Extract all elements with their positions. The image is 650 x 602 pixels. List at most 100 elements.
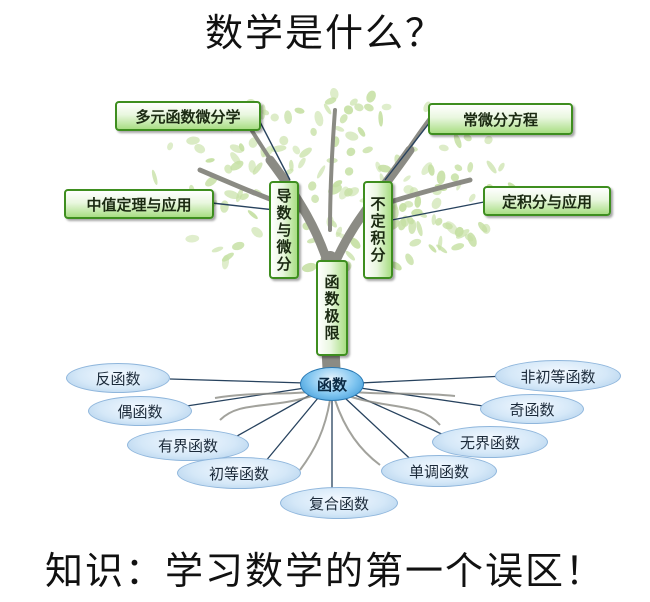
leaf bbox=[194, 144, 206, 154]
leaf bbox=[349, 98, 358, 106]
leaf bbox=[302, 262, 317, 273]
root-monotone-function: 单调函数 bbox=[381, 455, 497, 487]
leaf bbox=[314, 110, 324, 127]
leaf bbox=[404, 200, 414, 208]
leaf bbox=[316, 165, 326, 179]
leaf bbox=[332, 180, 343, 188]
leaf bbox=[349, 237, 361, 249]
leaf bbox=[454, 164, 463, 172]
branch-ordinary-differential-equations: 常微分方程 bbox=[428, 103, 573, 135]
leaf bbox=[498, 162, 505, 172]
leaf bbox=[345, 250, 356, 261]
leaf bbox=[323, 103, 332, 115]
leaf bbox=[221, 252, 234, 262]
leaf bbox=[436, 244, 448, 254]
leaf bbox=[467, 232, 477, 247]
leaf bbox=[364, 103, 374, 112]
leaf bbox=[248, 137, 258, 148]
page-title: 数学是什么？ bbox=[204, 11, 445, 55]
leaf bbox=[324, 97, 337, 105]
branch-multivariable-calculus: 多元函数微分学 bbox=[115, 101, 261, 131]
leaf bbox=[279, 135, 289, 146]
leaf bbox=[292, 145, 301, 155]
leaf bbox=[334, 126, 345, 132]
leaf bbox=[451, 243, 465, 251]
leaf bbox=[310, 127, 317, 136]
leaf bbox=[463, 134, 472, 142]
leaf bbox=[211, 246, 224, 253]
leaf bbox=[335, 226, 343, 238]
leaf bbox=[232, 241, 245, 251]
hub-function: 函数 bbox=[300, 367, 364, 401]
leaf bbox=[414, 195, 422, 208]
leaf bbox=[436, 170, 446, 185]
leaf bbox=[409, 238, 422, 247]
leaf bbox=[428, 244, 437, 253]
leaf bbox=[445, 221, 458, 235]
root-odd-function: 奇函数 bbox=[480, 394, 584, 424]
leaf bbox=[344, 187, 353, 197]
leaf bbox=[344, 167, 354, 176]
leaf bbox=[224, 164, 233, 174]
leaf bbox=[481, 223, 491, 234]
leaf bbox=[185, 234, 200, 243]
leaf bbox=[330, 87, 339, 100]
leaf bbox=[339, 114, 348, 124]
root-elementary-function: 初等函数 bbox=[177, 457, 301, 489]
node-indefinite-integral: 不定积分 bbox=[363, 181, 393, 279]
leaf bbox=[467, 162, 474, 173]
leaf bbox=[377, 164, 392, 173]
leaf bbox=[186, 136, 200, 145]
leaf bbox=[391, 205, 399, 220]
leaf bbox=[345, 131, 359, 141]
leaf bbox=[354, 103, 364, 112]
leaf bbox=[298, 157, 306, 169]
leaf bbox=[299, 147, 312, 158]
leaf bbox=[450, 173, 460, 182]
leaf bbox=[455, 229, 470, 239]
leaf bbox=[220, 200, 229, 213]
leaf bbox=[346, 147, 356, 157]
leaf bbox=[405, 253, 414, 266]
leaf bbox=[294, 107, 305, 114]
leaf bbox=[238, 143, 245, 152]
leaf bbox=[308, 181, 317, 191]
leaf bbox=[230, 152, 241, 165]
root-lines bbox=[169, 375, 506, 490]
root-unbounded-function: 无界函数 bbox=[432, 426, 548, 458]
leaf bbox=[288, 159, 294, 171]
leaf bbox=[151, 169, 158, 186]
leaf bbox=[435, 217, 443, 226]
leaf bbox=[205, 158, 215, 163]
leaf bbox=[362, 146, 373, 154]
leaf bbox=[391, 261, 402, 271]
leaf bbox=[252, 162, 263, 175]
root-inverse-function: 反函数 bbox=[66, 363, 170, 393]
leaf bbox=[431, 197, 442, 210]
leaf bbox=[416, 221, 423, 237]
leaf bbox=[486, 160, 497, 174]
leaf bbox=[403, 175, 411, 182]
leaf bbox=[468, 193, 476, 202]
branch-definite-integral: 定积分与应用 bbox=[483, 186, 611, 216]
branch-mean-value-theorem: 中值定理与应用 bbox=[64, 189, 214, 219]
root-bounded-function: 有界函数 bbox=[127, 429, 249, 461]
leaf bbox=[431, 214, 437, 226]
leaf bbox=[311, 194, 320, 203]
leaf bbox=[167, 142, 174, 151]
leaf bbox=[378, 111, 384, 127]
leaf bbox=[259, 104, 266, 120]
leaf bbox=[235, 188, 244, 203]
root-even-function: 偶函数 bbox=[88, 396, 192, 426]
leaf bbox=[357, 127, 366, 137]
leaf bbox=[381, 103, 392, 111]
leaf bbox=[453, 133, 462, 149]
leaf bbox=[251, 227, 263, 238]
leaf bbox=[421, 162, 433, 175]
leaf bbox=[239, 193, 249, 200]
leaf bbox=[284, 110, 293, 124]
leaf bbox=[438, 144, 449, 152]
leaf bbox=[270, 113, 279, 122]
node-derivative-differential: 导数与微分 bbox=[269, 181, 299, 279]
